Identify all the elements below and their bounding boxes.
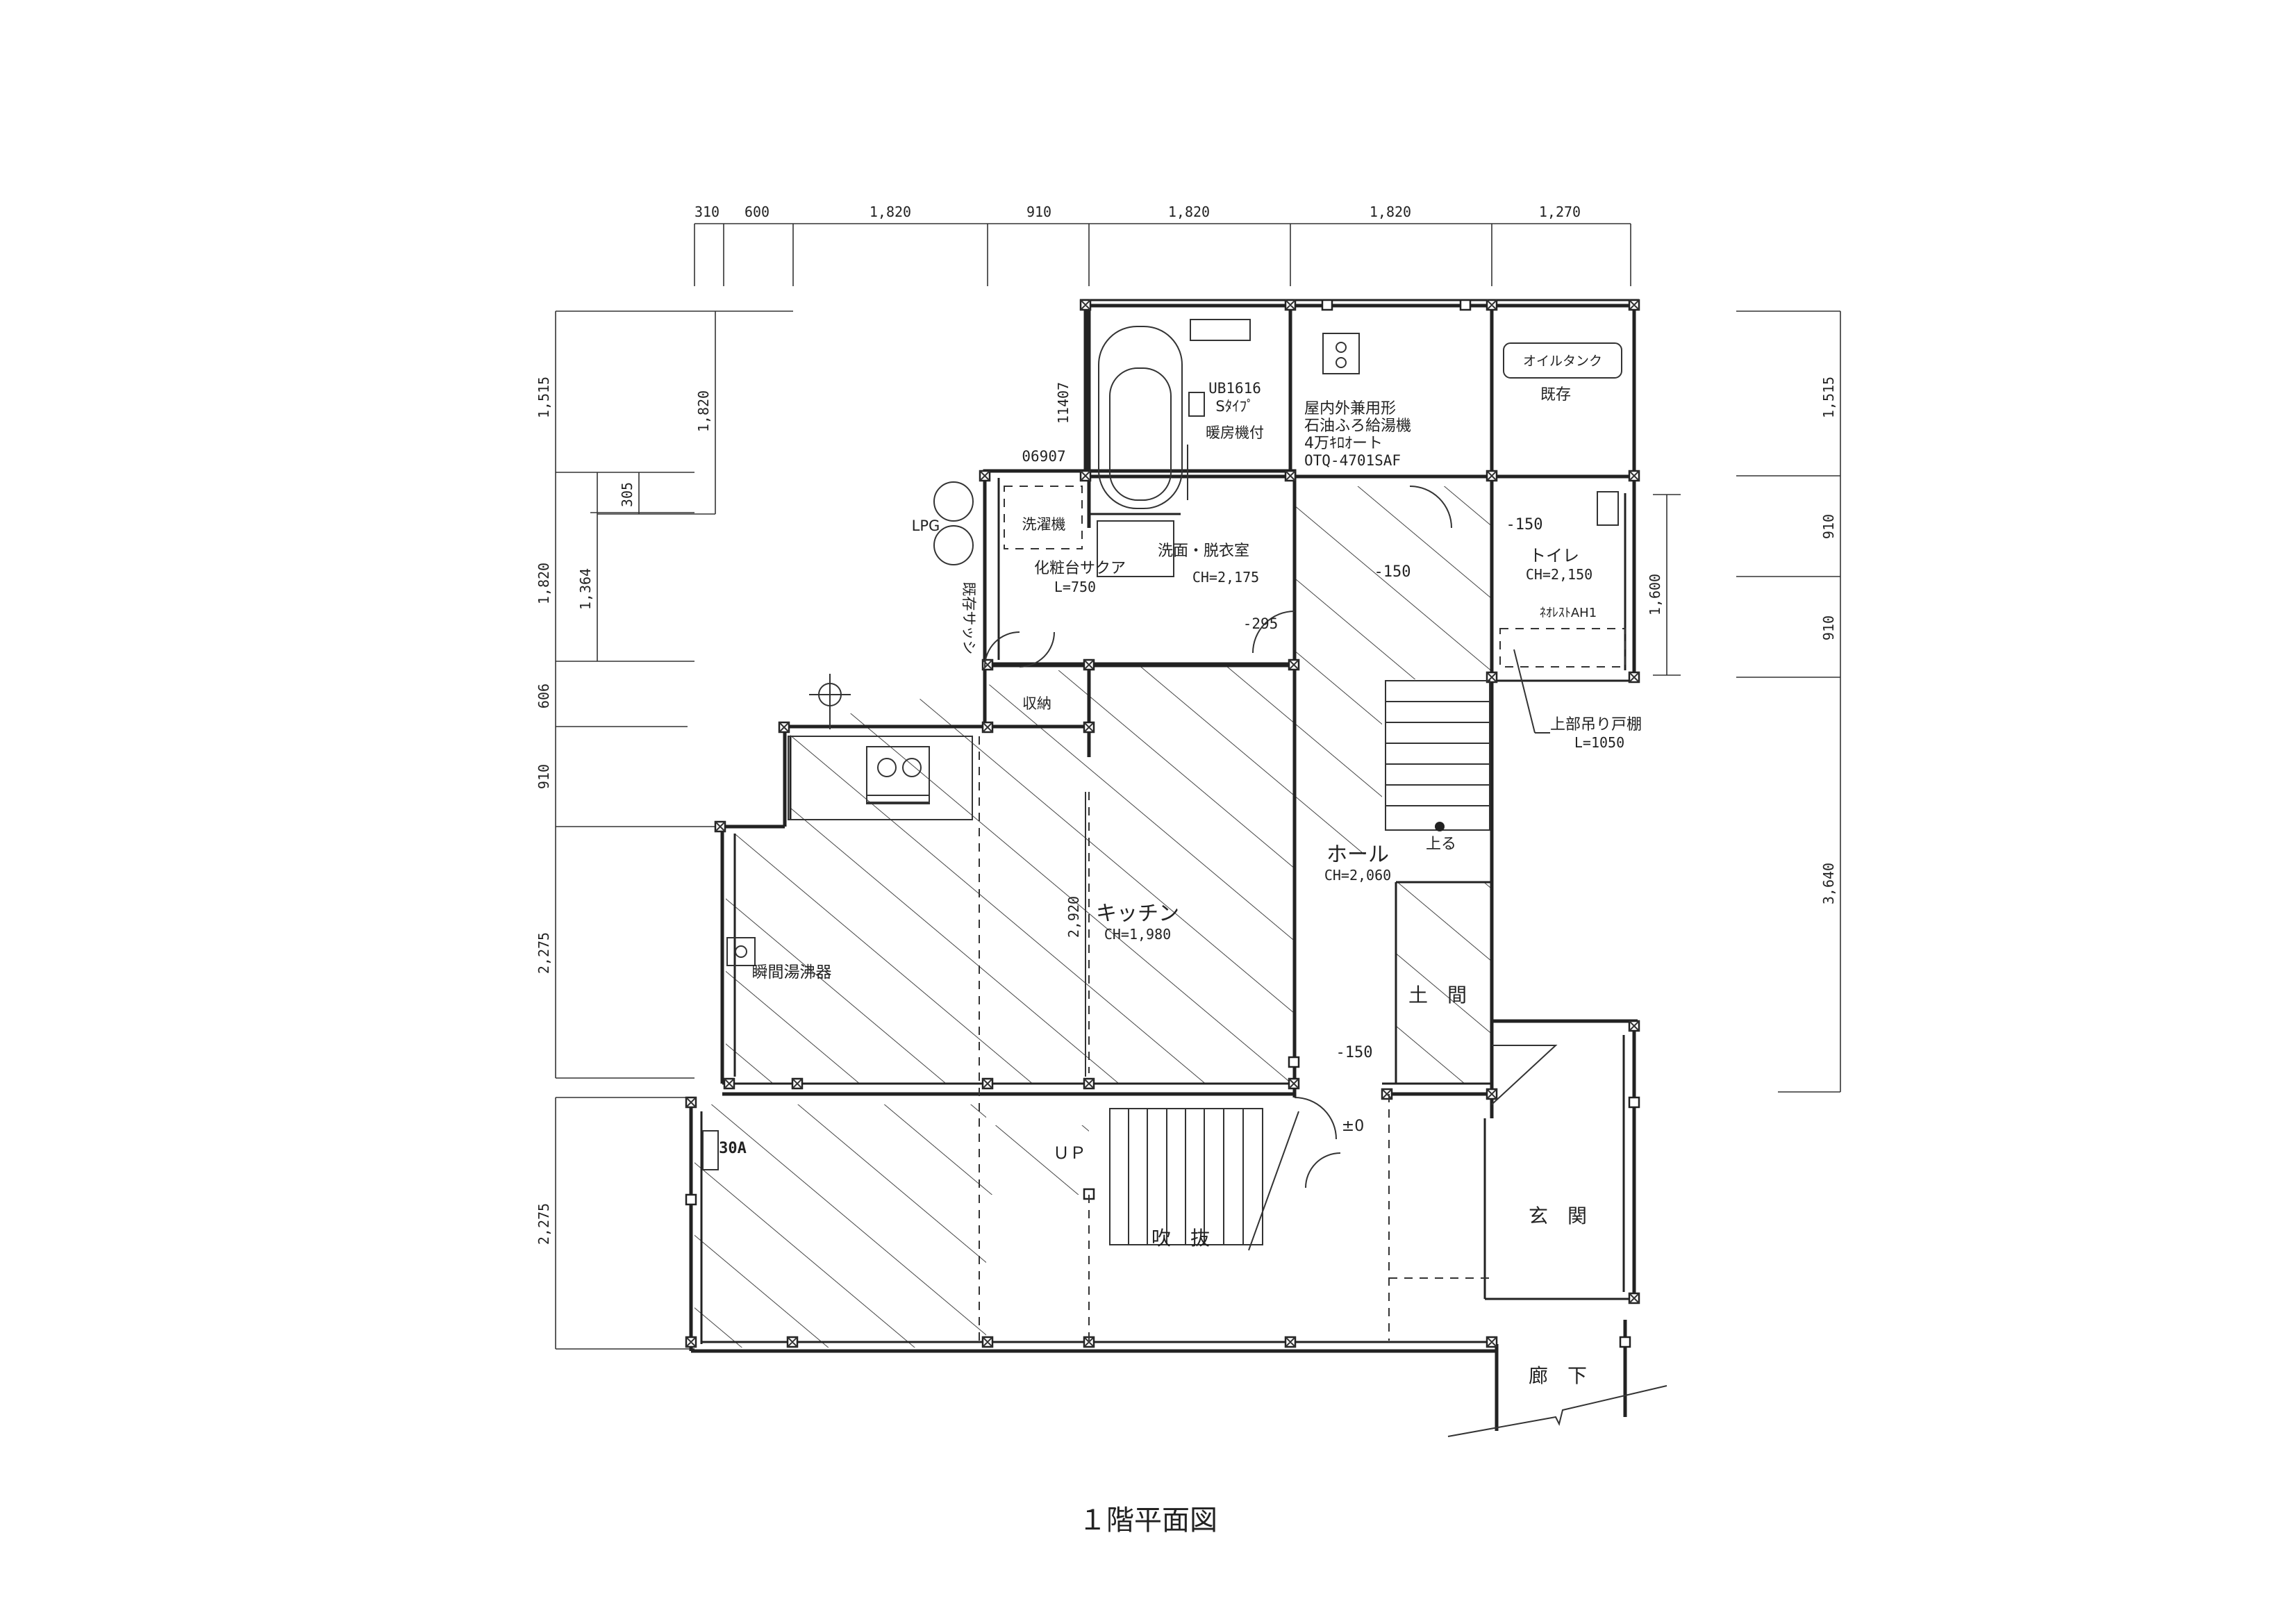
dim-top-3: 1,820 bbox=[870, 204, 911, 220]
breaker-label: 30A bbox=[719, 1140, 747, 1157]
bath-note-label: 暖房機付 bbox=[1206, 424, 1264, 441]
dim-right-1: 1,515 bbox=[1820, 376, 1837, 418]
left-dimension-line: 1,515 1,820 606 910 2,275 2,275 1,820 30… bbox=[535, 310, 793, 1350]
dim-left-1: 1,515 bbox=[535, 376, 552, 418]
dim-top-5: 1,820 bbox=[1168, 204, 1210, 220]
boiler-line4-label: OTQ-4701SAF bbox=[1304, 452, 1401, 469]
oil-tank-shape bbox=[1503, 342, 1622, 379]
dim-right-4: 3,640 bbox=[1820, 863, 1837, 904]
dim-top-2: 600 bbox=[744, 204, 770, 220]
oil-tank-label: オイルタンク bbox=[1523, 354, 1602, 369]
water-heater bbox=[726, 937, 756, 966]
kitchen-name-label: キッチン bbox=[1096, 902, 1179, 926]
lower-stairs bbox=[1109, 1108, 1299, 1251]
washer-label: 洗濯機 bbox=[1022, 516, 1066, 533]
dim-left-6: 2,275 bbox=[535, 1203, 552, 1245]
dim-right-inner: 1,600 bbox=[1647, 574, 1663, 615]
dressing-room-label: 洗面・脱衣室 bbox=[1158, 542, 1249, 560]
dim-left-inner-3: 1,364 bbox=[577, 568, 594, 610]
bath-type-label: Sﾀｲﾌﾟ bbox=[1215, 398, 1254, 415]
dim-left-inner-2: 305 bbox=[619, 482, 635, 507]
breaker-box bbox=[702, 1130, 719, 1170]
doma-name-label: 土 間 bbox=[1408, 984, 1467, 1006]
meter-symbol bbox=[809, 674, 851, 729]
shelf-size-label: L=1050 bbox=[1574, 734, 1624, 751]
storage-label: 収納 bbox=[1022, 695, 1051, 712]
entrance-label: 玄 関 bbox=[1529, 1204, 1587, 1227]
vanity-shape bbox=[1097, 520, 1174, 577]
boiler-line1-label: 屋内外兼用形 bbox=[1304, 400, 1396, 417]
lpg-cylinders bbox=[933, 481, 974, 565]
corridor-label: 廊 下 bbox=[1529, 1364, 1587, 1387]
dim-left-5: 2,275 bbox=[535, 932, 552, 974]
top-dimension-line: 310 600 1,820 910 1,820 1,820 1,270 bbox=[694, 204, 1631, 286]
dim-top-6: 1,820 bbox=[1370, 204, 1411, 220]
boiler-line3-label: 4万ｷﾛｵート bbox=[1304, 435, 1383, 452]
water-heater-label: 瞬間湯沸器 bbox=[752, 963, 832, 981]
washer-area bbox=[1004, 486, 1083, 549]
dim-right-2: 910 bbox=[1820, 514, 1837, 539]
hall-name-label: ホール bbox=[1326, 843, 1389, 867]
toilet-level-label: -150 bbox=[1506, 516, 1543, 533]
kitchen-depth-label: 2,920 bbox=[1065, 896, 1082, 938]
bath-hall-level-label: -295 bbox=[1243, 615, 1279, 632]
zero-level-label: ±0 bbox=[1342, 1118, 1364, 1135]
dim-top-4: 910 bbox=[1026, 204, 1051, 220]
hall-stairs bbox=[1385, 680, 1490, 831]
dim-right-3: 910 bbox=[1820, 615, 1837, 640]
boiler-line2-label: 石油ふろ給湯機 bbox=[1304, 417, 1411, 435]
bathtub bbox=[1098, 319, 1251, 509]
shelf-name-label: 上部吊り戸棚 bbox=[1550, 716, 1642, 734]
dim-top-1: 310 bbox=[694, 204, 719, 220]
up-label: ＵＰ bbox=[1053, 1143, 1086, 1163]
toilet-name-label: トイレ bbox=[1529, 546, 1579, 565]
hall-upper-level-label: -150 bbox=[1374, 563, 1411, 581]
vent-code-label: 06907 bbox=[1022, 448, 1065, 465]
hall-ch-label: CH=2,060 bbox=[1324, 867, 1391, 884]
right-dimension-line: 1,515 910 910 3,640 1,600 bbox=[1647, 310, 1841, 1093]
oil-tank-note: 既存 bbox=[1540, 386, 1571, 404]
kitchen-counter bbox=[788, 736, 973, 820]
void-label: 吹 抜 bbox=[1151, 1227, 1210, 1250]
stairs-up-label: 上る bbox=[1426, 836, 1456, 853]
dressing-room-ch: CH=2,175 bbox=[1192, 569, 1259, 586]
dim-left-3: 606 bbox=[535, 683, 552, 709]
structural-columns bbox=[685, 299, 1640, 1348]
dim-left-inner-1: 1,820 bbox=[695, 390, 712, 432]
toilet-fixtures bbox=[1499, 491, 1626, 734]
bath-model-label: UB1616 bbox=[1208, 380, 1261, 397]
doma-level-label: -150 bbox=[1336, 1044, 1373, 1061]
vanity-size-label: L=750 bbox=[1054, 579, 1096, 595]
kitchen-ch-label: CH=1,980 bbox=[1104, 926, 1171, 943]
dim-left-2: 1,820 bbox=[535, 563, 552, 604]
door-swings bbox=[984, 486, 1558, 1188]
drawing-title: １階平面図 bbox=[1079, 1505, 1217, 1536]
vanity-name-label: 化粧台サクア bbox=[1034, 560, 1126, 577]
dashed-guides bbox=[979, 736, 1492, 1341]
hatched-floor-areas bbox=[694, 486, 1492, 1348]
toilet-fixture-label: ﾈｵﾚｽﾄAH1 bbox=[1540, 606, 1597, 620]
wall-note-label: 11407 bbox=[1055, 382, 1072, 424]
toilet-ch-label: CH=2,150 bbox=[1526, 566, 1592, 583]
dim-left-4: 910 bbox=[535, 764, 552, 789]
boiler bbox=[1322, 333, 1360, 374]
dim-top-7: 1,270 bbox=[1539, 204, 1581, 220]
existing-sash-label: 既存サッシ bbox=[960, 582, 977, 655]
lpg-label: LPG bbox=[912, 517, 940, 534]
